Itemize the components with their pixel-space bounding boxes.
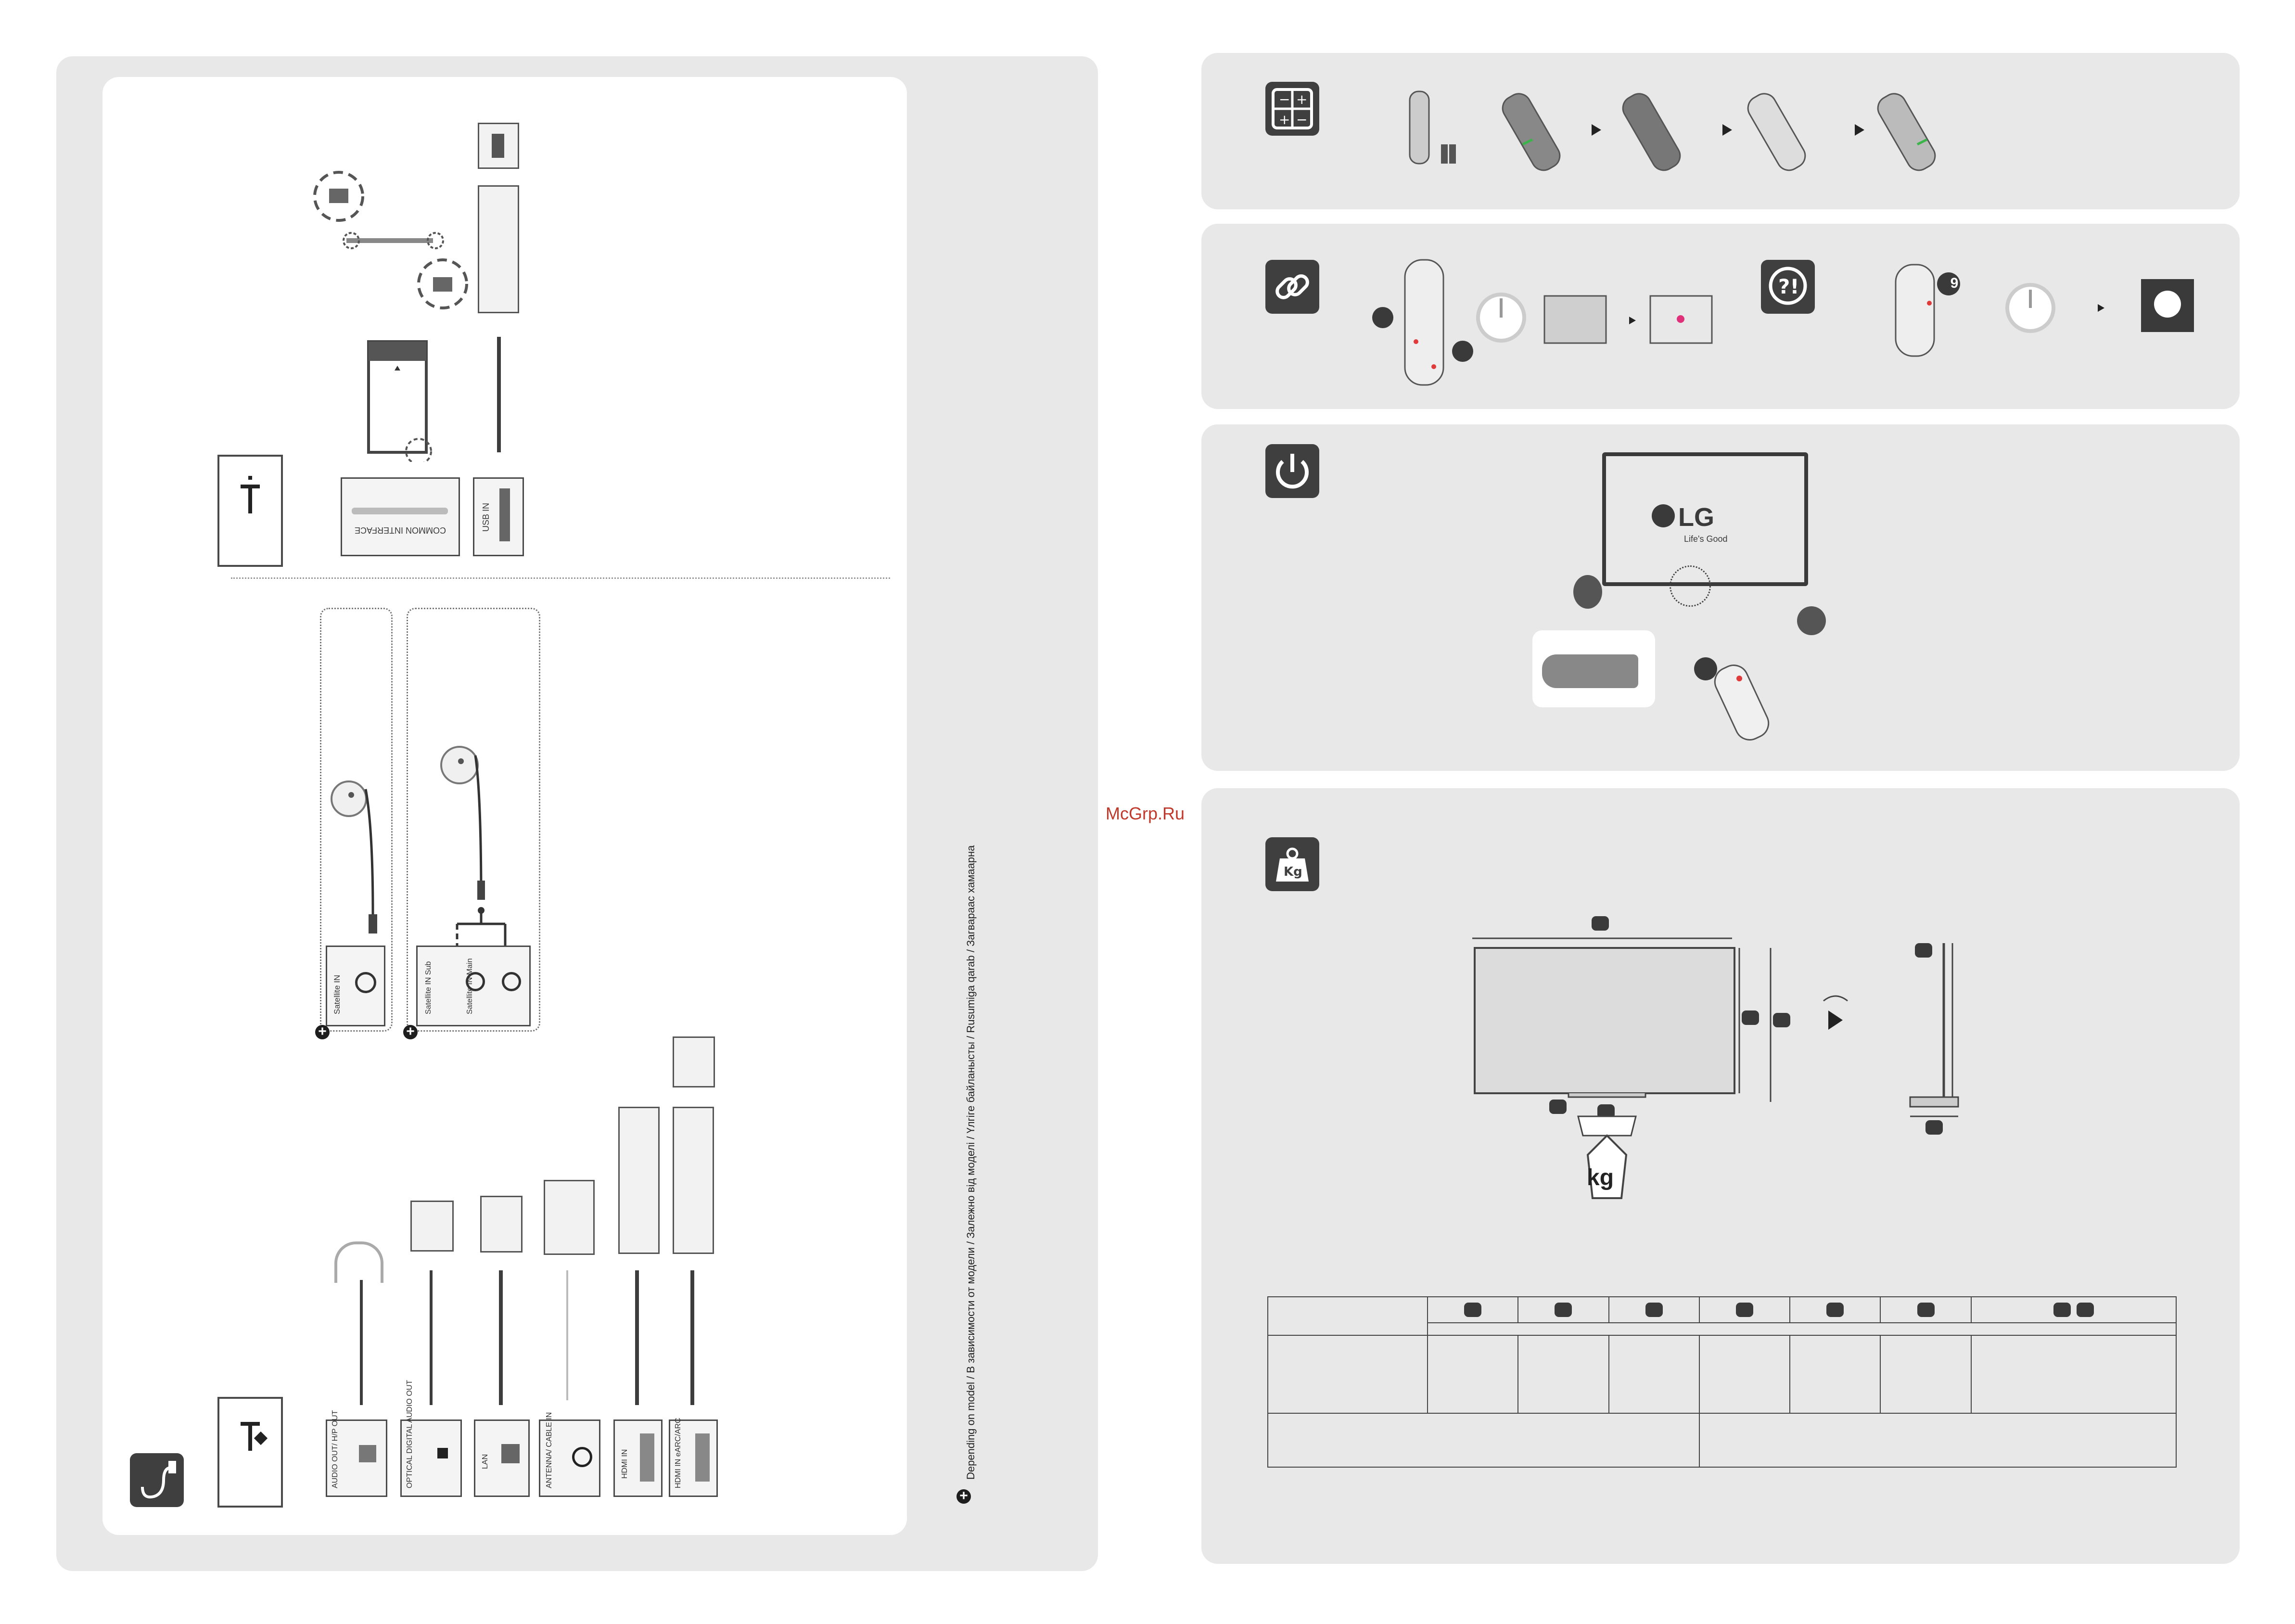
- section-divider: [231, 577, 890, 579]
- svg-text:+: +: [1296, 91, 1307, 107]
- spec-col-3: [1608, 1296, 1700, 1323]
- audio-out-port: AUDIO OUT/ H/P OUT: [326, 1410, 387, 1497]
- depending-model-marker-main: +: [956, 1489, 971, 1504]
- hdmi-in-port: HDMI IN: [613, 1419, 663, 1497]
- support-steps: [1895, 264, 2194, 357]
- common-interface-label: COMMON INTERFACE: [355, 525, 446, 535]
- lan-cable: [499, 1270, 503, 1405]
- scale-kg-label: kg: [1587, 1165, 1614, 1190]
- satellite-in-single-port: Satellite IN: [326, 946, 385, 1026]
- svg-text:−: −: [1279, 91, 1290, 107]
- lan-label: LAN: [481, 1454, 489, 1469]
- satellite-single-frame: [320, 608, 393, 1032]
- hdmi-cable: [635, 1270, 639, 1405]
- weight-icon: Kg: [1265, 837, 1319, 891]
- pairing-steps: [1372, 259, 1713, 386]
- power-button-location: [1670, 565, 1711, 607]
- battery-polarity-icon: − + + −: [1265, 82, 1319, 136]
- depending-model-marker-2: +: [403, 1024, 418, 1039]
- spec-col-6: [1880, 1296, 1972, 1323]
- lan-port: LAN: [474, 1419, 530, 1497]
- hdmi-device-1: [618, 1107, 660, 1254]
- spec-table-row: [1267, 1335, 2177, 1414]
- spec-col-4: [1698, 1296, 1791, 1323]
- satellite-dual-frame: [407, 608, 540, 1032]
- connections-inner-card: [102, 77, 907, 1535]
- hdmi-device-remote-icon: [673, 1036, 715, 1087]
- satellite-dish-dual: [440, 746, 507, 953]
- spec-table-footer-row: [1267, 1413, 2177, 1468]
- hdmi-earc-port: HDMI IN eARC/ARC: [669, 1418, 718, 1497]
- svg-text:?!: ?!: [1778, 275, 1799, 298]
- hdmi-earc-label: HDMI IN eARC/ARC: [674, 1418, 682, 1488]
- cam-module-diagram: [313, 171, 468, 462]
- optical-out-label: OPTICAL DIGITAL AUDIO OUT: [406, 1380, 414, 1488]
- svg-text:−: −: [1296, 112, 1307, 128]
- antenna-port: ANTENNA/ CABLE IN: [539, 1412, 600, 1497]
- tv-dimension-diagram: [1472, 916, 1959, 1199]
- hdmi-earc-cable: [690, 1270, 694, 1405]
- remote-power-button: [1694, 657, 1770, 741]
- audio-out-label: AUDIO OUT/ H/P OUT: [331, 1410, 339, 1488]
- common-interface-port: COMMON INTERFACE: [341, 477, 460, 556]
- antenna-label: ANTENNA/ CABLE IN: [545, 1412, 553, 1488]
- support-button-number: 9: [1950, 275, 1959, 291]
- headphones-icon: [334, 1241, 383, 1283]
- cable-connection-icon: [130, 1453, 184, 1507]
- link-icon: [1265, 260, 1319, 314]
- satellite-in-main-label: Satellite IN Main: [466, 958, 474, 1015]
- lg-brand-text: LG: [1678, 503, 1714, 532]
- audio-cable: [360, 1280, 363, 1405]
- usb-in-label: USB IN: [481, 502, 491, 532]
- model-note: Depending on model / В зависимости от мо…: [965, 845, 977, 1480]
- usb-in-port: USB IN: [473, 477, 524, 556]
- lg-logo-circle: [1652, 504, 1675, 527]
- satellite-in-single-label: Satellite IN: [332, 974, 342, 1014]
- hdmi-device-2: [673, 1107, 714, 1254]
- spec-col-5: [1789, 1296, 1881, 1323]
- hdmi-in-label: HDMI IN: [621, 1449, 629, 1479]
- optical-device-icon: [410, 1201, 454, 1252]
- svg-text:Kg: Kg: [1284, 865, 1302, 879]
- spec-col-1: [1427, 1296, 1519, 1323]
- spec-col-2: [1517, 1296, 1609, 1323]
- optical-out-port: OPTICAL DIGITAL AUDIO OUT: [400, 1380, 462, 1497]
- tv-stand-left: [1573, 575, 1602, 609]
- usb-stick-icon: [478, 123, 519, 169]
- optical-cable: [430, 1270, 433, 1405]
- usb-hub-icon: [478, 185, 519, 313]
- satellite-in-sub-label: Satellite IN Sub: [424, 961, 433, 1014]
- help-icon: ?!: [1761, 260, 1815, 314]
- satellite-dish-single: [331, 780, 377, 933]
- spec-table: [1267, 1296, 2177, 1468]
- tv-front: LG Life's Good: [1602, 452, 1808, 586]
- power-button-press-card: [1532, 630, 1655, 707]
- lan-device-icon: [480, 1196, 523, 1253]
- watermark: McGrp.Ru: [1106, 804, 1185, 823]
- svg-text:+: +: [1279, 112, 1290, 128]
- lg-tagline: Life's Good: [1684, 534, 1728, 544]
- info-rear-ports-icon: [217, 1397, 283, 1508]
- info-slot-icon: [217, 455, 283, 567]
- battery-panel: [1201, 53, 2240, 209]
- spec-col-7: [1970, 1296, 2177, 1323]
- usb-cable: [497, 337, 501, 452]
- spec-table-header-row: [1267, 1296, 2177, 1336]
- depending-model-marker-1: +: [315, 1024, 330, 1039]
- antenna-device-icon: [544, 1180, 595, 1255]
- battery-install-steps: [1409, 90, 1936, 171]
- power-icon: [1265, 444, 1319, 498]
- satellite-in-dual-port: Satellite IN Sub Satellite IN Main: [416, 946, 531, 1026]
- tv-stand-right: [1797, 606, 1826, 635]
- antenna-cable: [566, 1270, 568, 1400]
